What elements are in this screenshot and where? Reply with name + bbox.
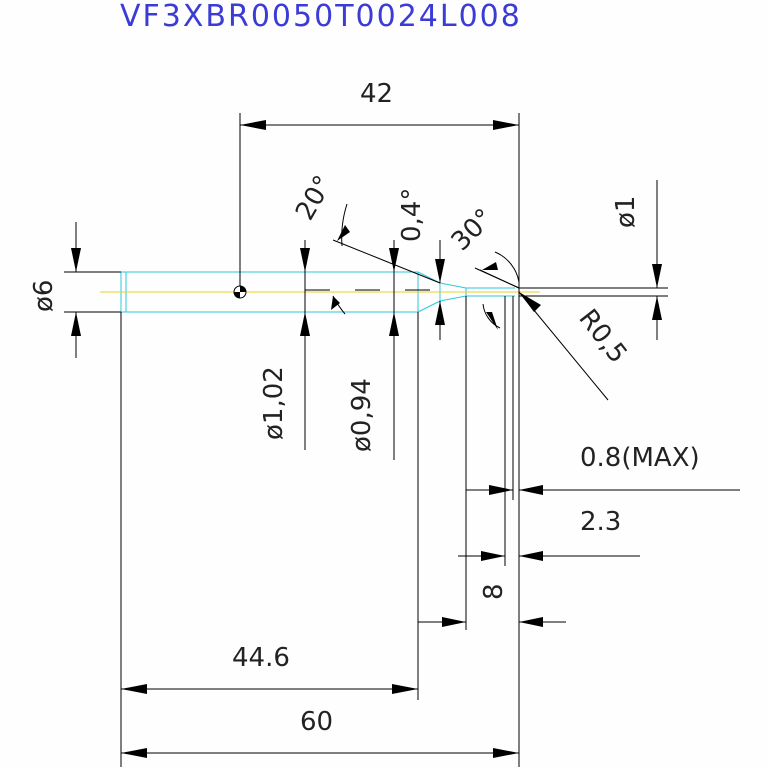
svg-text:ø1,02: ø1,02 — [259, 366, 289, 440]
drawing-title: VF3XBR0050T0024L008 — [120, 0, 522, 34]
dimension-23: 2.3 — [458, 296, 640, 630]
dimension-dia-1: ø1 — [519, 180, 668, 340]
svg-text:44.6: 44.6 — [232, 643, 290, 673]
angle-30-dimension: 30° — [446, 203, 520, 330]
dimension-42: 42 — [239, 79, 520, 767]
svg-text:60: 60 — [300, 707, 333, 737]
svg-text:20°: 20° — [290, 171, 339, 226]
svg-text:30°: 30° — [446, 203, 500, 257]
dimension-60: 60 — [121, 707, 519, 758]
svg-text:ø0,94: ø0,94 — [347, 378, 377, 452]
reference-point-marker — [233, 285, 247, 299]
svg-text:2.3: 2.3 — [580, 507, 621, 537]
svg-text:42: 42 — [360, 79, 393, 109]
dimension-8: 8 — [417, 312, 566, 700]
dimension-08-max: 0.8(MAX) — [466, 296, 740, 500]
dimension-dia-102: ø1,02 — [259, 240, 310, 450]
angle-04-dimension: 0,4° — [397, 188, 445, 340]
dimension-dia-094: ø0,94 — [347, 240, 399, 460]
radius-dimension: R0,5 — [518, 291, 633, 401]
dimension-dia-6: ø6 — [29, 222, 121, 358]
svg-text:8: 8 — [479, 583, 509, 600]
dimension-446: 44.6 — [120, 312, 418, 767]
svg-text:ø6: ø6 — [29, 280, 59, 312]
svg-text:ø1: ø1 — [611, 196, 641, 228]
svg-text:0,4°: 0,4° — [397, 188, 427, 242]
svg-text:R0,5: R0,5 — [572, 304, 632, 369]
svg-text:0.8(MAX): 0.8(MAX) — [580, 443, 700, 473]
